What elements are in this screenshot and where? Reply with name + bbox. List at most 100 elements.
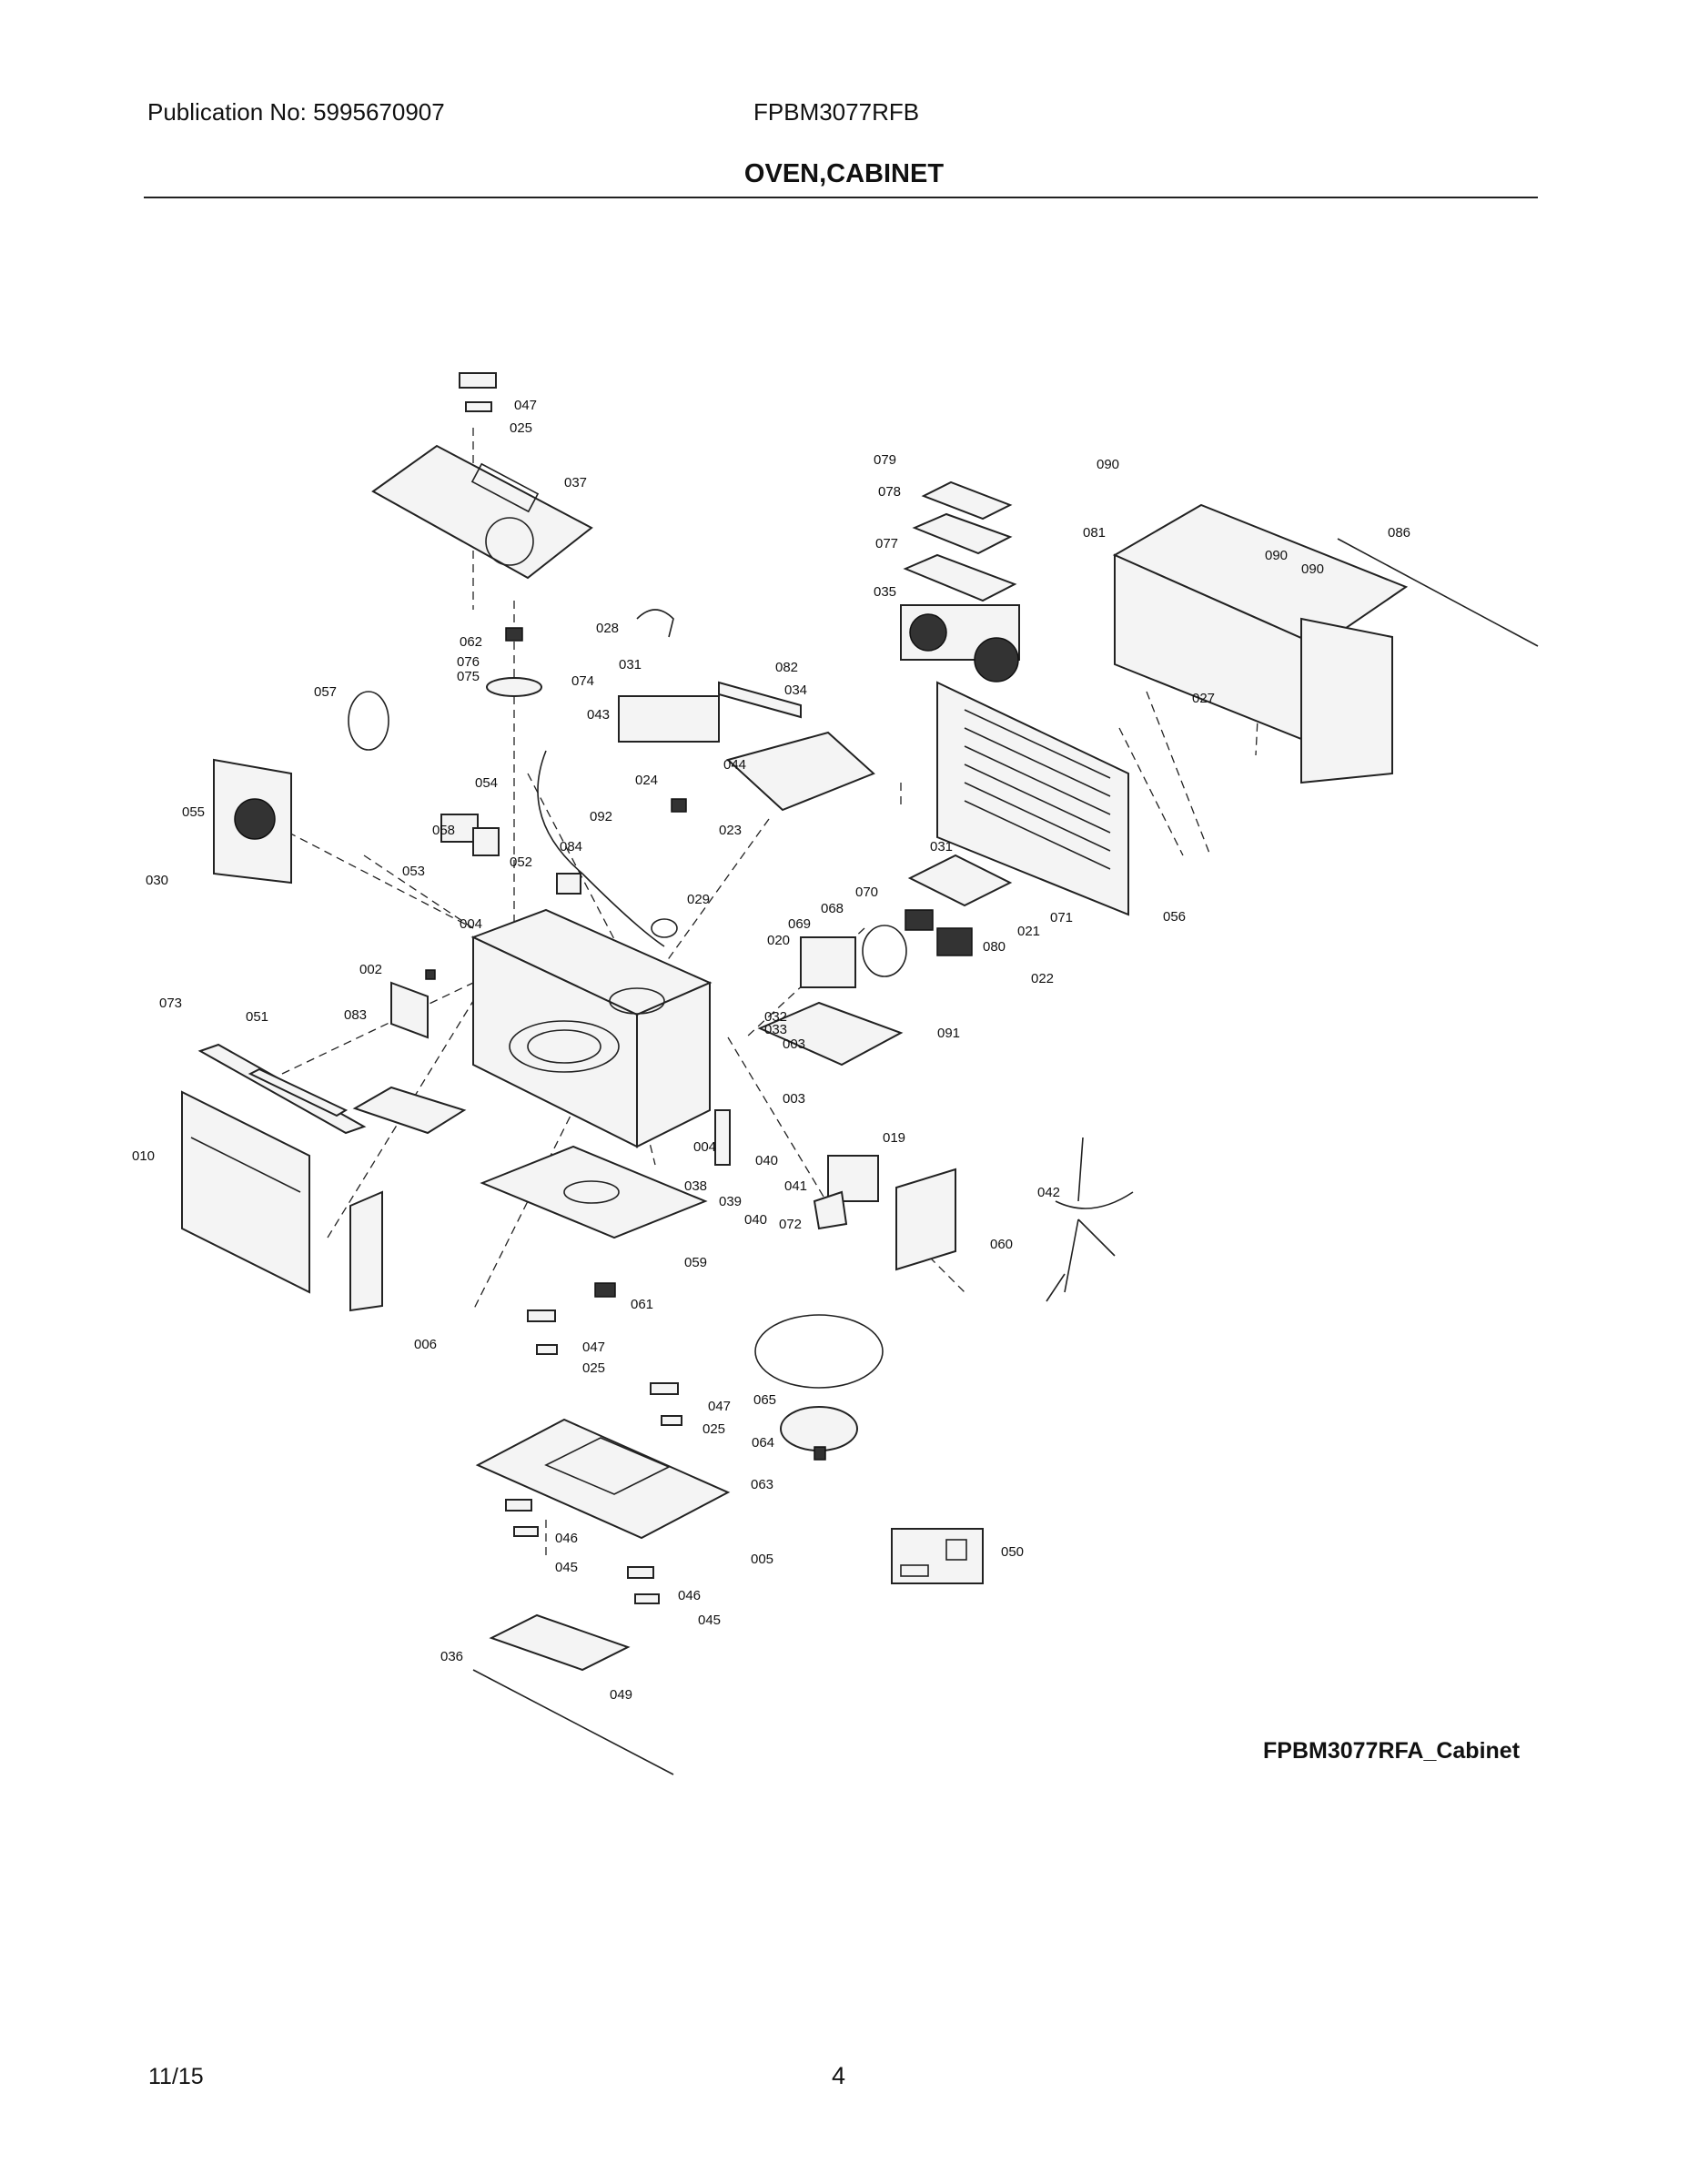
part-024-switch [671,798,687,813]
part-005-bottom-tray [475,1418,731,1540]
callout-056: 056 [1163,909,1186,925]
model-number: FPBM3077RFB [753,98,920,126]
part-004-oven-cavity [470,908,713,1148]
part-045-bracket [513,1526,539,1537]
callout-082: 082 [775,660,798,675]
part-081-top-plate [1112,503,1409,784]
part-060-panel [895,1168,956,1271]
callout-043: 043 [587,707,610,723]
part-047b [527,1309,556,1322]
part-077-filter [903,553,1017,602]
part-036-strip [472,1669,674,1775]
callout-021: 021 [1017,924,1040,939]
callout-027: 027 [1192,691,1215,706]
callout-006: 006 [414,1337,437,1352]
part-025 [465,401,492,412]
callout-040: 040 [744,1212,767,1228]
part-050-label-sheet [891,1528,984,1584]
callout-020: 020 [767,933,790,948]
part-092-harness [537,750,665,947]
callout-031: 031 [619,657,642,672]
callout-092: 092 [590,809,612,824]
callout-090: 090 [1265,548,1288,563]
diagram-name: FPBM3077RFA_Cabinet [1263,1738,1521,1764]
callout-080: 080 [983,939,1006,955]
part-064-roller-ring [780,1406,858,1451]
callout-045: 045 [698,1613,721,1628]
callout-035: 035 [874,584,896,600]
part-046-filter [505,1499,532,1512]
callout-051: 051 [246,1009,268,1025]
callout-057: 057 [314,684,337,700]
part-045b-bracket [634,1593,660,1604]
footer-date: 11/15 [148,2064,204,2089]
callout-060: 060 [990,1237,1013,1252]
part-065-glass-tray [754,1314,884,1389]
callout-055: 055 [182,804,205,820]
callout-039: 039 [719,1194,742,1209]
callout-022: 022 [1031,971,1054,986]
callout-049: 049 [610,1687,632,1703]
callout-076: 076 [457,654,480,670]
part-025c [661,1415,682,1426]
callout-077: 077 [875,536,898,551]
callout-045: 045 [555,1560,578,1575]
part-002-cover [390,981,429,1039]
callout-061: 061 [631,1297,653,1312]
part-078-filter [912,512,1013,555]
callout-047: 047 [514,398,537,413]
callout-064: 064 [752,1435,774,1451]
callout-062: 062 [460,634,482,650]
callout-084: 084 [560,839,582,854]
callout-040: 040 [755,1153,778,1168]
callout-004: 004 [460,916,482,932]
part-025b [536,1344,558,1355]
page-number: 4 [832,2062,846,2089]
callout-037: 037 [564,475,587,490]
callout-031: 031 [930,839,953,854]
callout-044: 044 [723,757,746,773]
callout-068: 068 [821,901,844,916]
callout-090: 090 [1097,457,1119,472]
callout-033: 033 [764,1022,787,1037]
part-044-bracket [725,731,875,812]
callout-032: 032 [764,1009,787,1025]
callout-075: 075 [457,669,480,684]
callout-079: 079 [874,452,896,468]
part-031-bracket [907,854,1013,907]
callout-025: 025 [702,1421,725,1437]
callout-053: 053 [402,864,425,879]
callout-073: 073 [159,996,182,1011]
callout-083: 083 [344,1007,367,1023]
part-055-side-panel [213,758,292,885]
callout-047: 047 [582,1340,605,1355]
part-035-blower-motor [900,604,1020,682]
callout-086: 086 [1388,525,1410,541]
part-059-bottom-plate [480,1145,708,1239]
part-082-plate [718,681,802,719]
callout-050: 050 [1001,1544,1024,1560]
part-083-plate [352,1086,467,1135]
part-038-latch [714,1109,731,1166]
callout-078: 078 [878,484,901,500]
part-086-bracket [1337,538,1539,647]
part-062 [505,627,523,642]
part-068-fan-blade [862,925,907,977]
callout-071: 071 [1050,910,1073,925]
callout-074: 074 [571,673,594,689]
part-079-filter [921,480,1013,521]
callout-091: 091 [937,1026,960,1041]
callout-038: 038 [684,1178,707,1194]
callout-058: 058 [432,823,455,838]
callout-036: 036 [440,1649,463,1664]
callout-029: 029 [687,892,710,907]
part-028-wire [636,609,674,638]
callout-030: 030 [146,873,168,888]
part-003-screw [425,969,436,980]
callout-034: 034 [784,682,807,698]
part-020-transformer [800,936,856,988]
callout-070: 070 [855,885,878,900]
part-052-bracket [472,827,500,856]
part-019-magnetron [827,1155,879,1202]
